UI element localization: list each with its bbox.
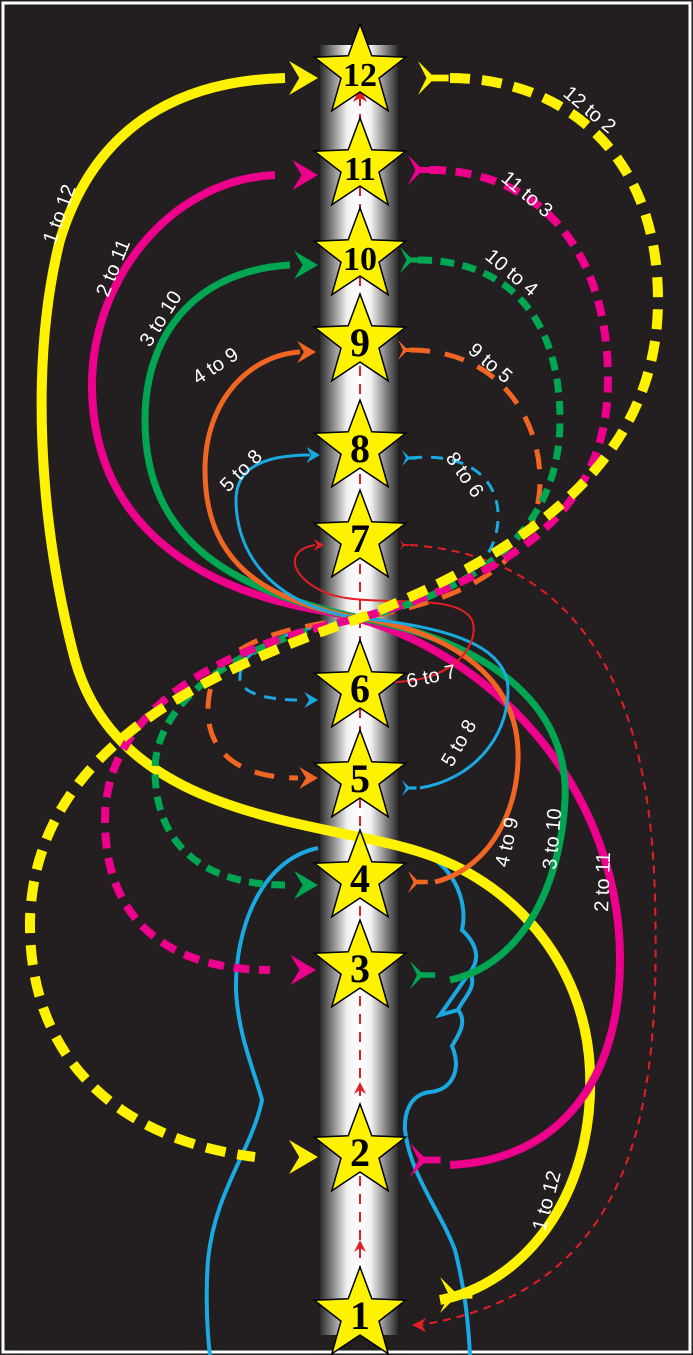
star-8: 8	[312, 397, 408, 489]
arrowtail-from-5	[402, 780, 417, 796]
arrowhead-into-1	[412, 1318, 426, 1332]
star-number: 8	[350, 426, 370, 471]
star-number: 2	[350, 1130, 370, 1175]
arrowhead-into-12	[289, 61, 318, 95]
star-number: 12	[343, 57, 377, 94]
star-number: 4	[350, 856, 370, 901]
arrowhead-into-8	[306, 447, 320, 463]
star-11: 11	[312, 115, 408, 207]
label-3-to-10: 3 to 10	[539, 808, 566, 871]
arrowtail-from-11	[408, 155, 435, 185]
star-number: 11	[344, 151, 376, 188]
arrowtail-from-10	[400, 247, 424, 273]
star-number: 6	[350, 666, 370, 711]
curve-9-to-5	[205, 347, 543, 781]
central-arrowhead	[353, 88, 367, 102]
arrowhead-into-4	[294, 871, 318, 899]
connection-arrowheads	[289, 61, 473, 1332]
star-number: 3	[350, 946, 370, 991]
central-chevron-1	[354, 1240, 366, 1252]
curve-12-to-2	[24, 73, 664, 1162]
star-10: 10	[312, 205, 408, 297]
curve-11-to-3	[100, 166, 613, 974]
label-2-to-11: 2 to 11	[591, 852, 615, 912]
star-number: 9	[350, 320, 370, 365]
star-6: 6	[312, 637, 408, 729]
arrowhead-into-2	[289, 1140, 318, 1174]
curve-1-to-12	[36, 73, 596, 1305]
star-2: 2	[312, 1101, 408, 1193]
star-shape	[312, 637, 408, 729]
curve-7-to-1	[409, 544, 657, 1326]
arrowhead-into-11	[292, 160, 318, 190]
arrowtail-from-7	[400, 540, 409, 550]
arrowtail-from-3	[410, 961, 436, 989]
star-3: 3	[312, 917, 408, 1009]
arrowhead-into-5	[299, 767, 318, 789]
star-shape	[312, 827, 408, 919]
star-number: 1	[350, 1293, 370, 1338]
nose	[435, 970, 472, 1019]
star-shape	[312, 1264, 408, 1355]
connection-curves	[24, 73, 664, 1326]
star-9: 9	[312, 291, 408, 383]
star-4: 4	[312, 827, 408, 919]
arrowtail-from-12	[418, 61, 449, 95]
arrowtail-from-9	[398, 340, 416, 360]
central-chevron-2	[354, 1082, 366, 1094]
star-shape	[312, 917, 408, 1009]
star-shape	[312, 205, 408, 297]
star-12: 12	[312, 21, 408, 113]
star-shape	[312, 21, 408, 113]
star-number: 7	[350, 516, 370, 561]
star-shape	[312, 115, 408, 207]
star-5: 5	[312, 727, 408, 819]
star-shape	[312, 397, 408, 489]
arrowtail-from-2	[410, 1143, 441, 1177]
human-figure-outline	[204, 846, 479, 1355]
arrowhead-into-6	[304, 692, 318, 708]
star-shape	[312, 291, 408, 383]
star-7: 7	[312, 487, 408, 579]
arrowhead-into-9	[297, 341, 316, 363]
star-number: 5	[350, 756, 370, 801]
arrowhead-into-10	[294, 251, 318, 279]
star-shape	[312, 727, 408, 819]
arrowtail-from-4	[408, 871, 428, 893]
star-1: 1	[312, 1264, 408, 1355]
star-number: 10	[343, 241, 377, 278]
star-shape	[312, 487, 408, 579]
arrowtail-from-8	[402, 450, 417, 466]
arrowhead-into-7	[313, 539, 324, 551]
arrowtail-from-1	[440, 1277, 473, 1313]
star-shape	[312, 1101, 408, 1193]
arrowhead-into-3	[290, 955, 316, 985]
